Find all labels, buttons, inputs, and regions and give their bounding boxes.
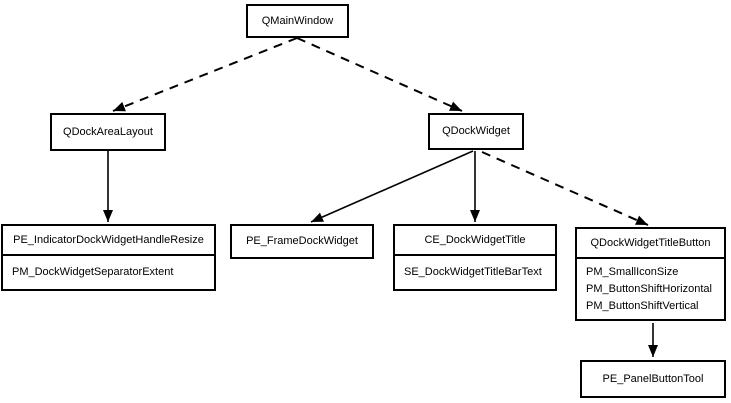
node-item: PM_ButtonShiftHorizontal [586, 282, 712, 295]
node-item: PM_SmallIconSize [586, 265, 679, 278]
edge-qdockwidget-framedock [310, 150, 474, 223]
node-titlebutton: QDockWidgetTitleButton PM_SmallIconSize … [575, 227, 726, 321]
node-title: PE_PanelButtonTool [602, 372, 704, 385]
node-framedock: PE_FrameDockWidget [230, 224, 374, 259]
node-items: PM_SmallIconSize PM_ButtonShiftHorizonta… [577, 259, 724, 319]
edge-qmainwindow-qdockarealayout [112, 37, 298, 112]
node-title: QMainWindow [261, 14, 334, 27]
node-panelbutton: PE_PanelButtonTool [580, 360, 726, 398]
node-title: QDockWidgetTitleButton [577, 229, 724, 259]
node-title: CE_DockWidgetTitle [395, 226, 555, 256]
node-qmainwindow: QMainWindow [246, 4, 349, 38]
node-title: QDockWidget [442, 125, 510, 137]
node-docktitle: CE_DockWidgetTitle SE_DockWidgetTitleBar… [393, 224, 557, 291]
node-qdockarealayout: QDockAreaLayout [50, 113, 166, 151]
node-item: PM_ButtonShiftVertical [586, 299, 699, 312]
node-title: QDockAreaLayout [63, 125, 153, 138]
node-title: PE_IndicatorDockWidgetHandleResize [3, 226, 214, 256]
edge-qdockwidget-titlebutton [481, 151, 649, 226]
node-item: SE_DockWidgetTitleBarText [404, 266, 542, 278]
node-items: SE_DockWidgetTitleBarText [395, 256, 555, 289]
edge-qmainwindow-qdockwidget [296, 37, 463, 112]
node-dockhandle: PE_IndicatorDockWidgetHandleResize PM_Do… [1, 224, 216, 291]
node-qdockwidget: QDockWidget [428, 113, 524, 150]
node-title: PE_FrameDockWidget [246, 235, 358, 247]
node-item: PM_DockWidgetSeparatorExtent [12, 266, 174, 278]
node-items: PM_DockWidgetSeparatorExtent [3, 256, 214, 289]
